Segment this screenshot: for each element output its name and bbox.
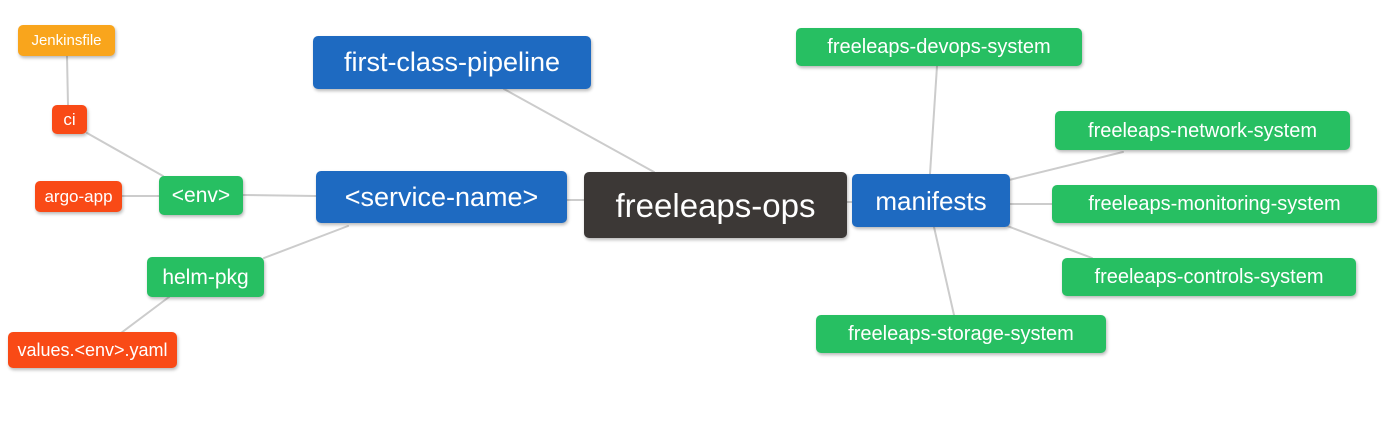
edge-jenkinsfile--ci (66, 55, 69, 106)
node-freeleaps-network-system[interactable]: freeleaps-network-system (1055, 111, 1350, 150)
node-argo-app[interactable]: argo-app (35, 181, 122, 212)
node-freeleaps-devops-system[interactable]: freeleaps-devops-system (796, 28, 1082, 66)
node-first-class-pipeline[interactable]: first-class-pipeline (313, 36, 591, 89)
edge-env--service-name (242, 194, 317, 197)
edge-manifests--freeleaps-controls-system (1001, 223, 1093, 259)
edge-first-class-pipeline--freeleaps-ops (503, 88, 655, 173)
edge-helm-pkg--values-env-yaml (120, 296, 170, 334)
node-ci[interactable]: ci (52, 105, 87, 134)
node-freeleaps-ops[interactable]: freeleaps-ops (584, 172, 847, 238)
node-service-name[interactable]: <service-name> (316, 171, 567, 223)
node-freeleaps-monitoring-system[interactable]: freeleaps-monitoring-system (1052, 185, 1377, 223)
edge-ci--env (86, 132, 164, 177)
edge-service-name--helm-pkg (263, 225, 349, 259)
node-manifests[interactable]: manifests (852, 174, 1010, 227)
edge-manifests--freeleaps-storage-system (933, 226, 955, 316)
node-env[interactable]: <env> (159, 176, 243, 215)
edge-manifests--freeleaps-network-system (1008, 151, 1124, 181)
node-freeleaps-storage-system[interactable]: freeleaps-storage-system (816, 315, 1106, 353)
node-values-env-yaml[interactable]: values.<env>.yaml (8, 332, 177, 368)
node-helm-pkg[interactable]: helm-pkg (147, 257, 264, 297)
edge-manifests--freeleaps-devops-system (929, 65, 938, 175)
node-freeleaps-controls-system[interactable]: freeleaps-controls-system (1062, 258, 1356, 296)
node-jenkinsfile[interactable]: Jenkinsfile (18, 25, 115, 56)
